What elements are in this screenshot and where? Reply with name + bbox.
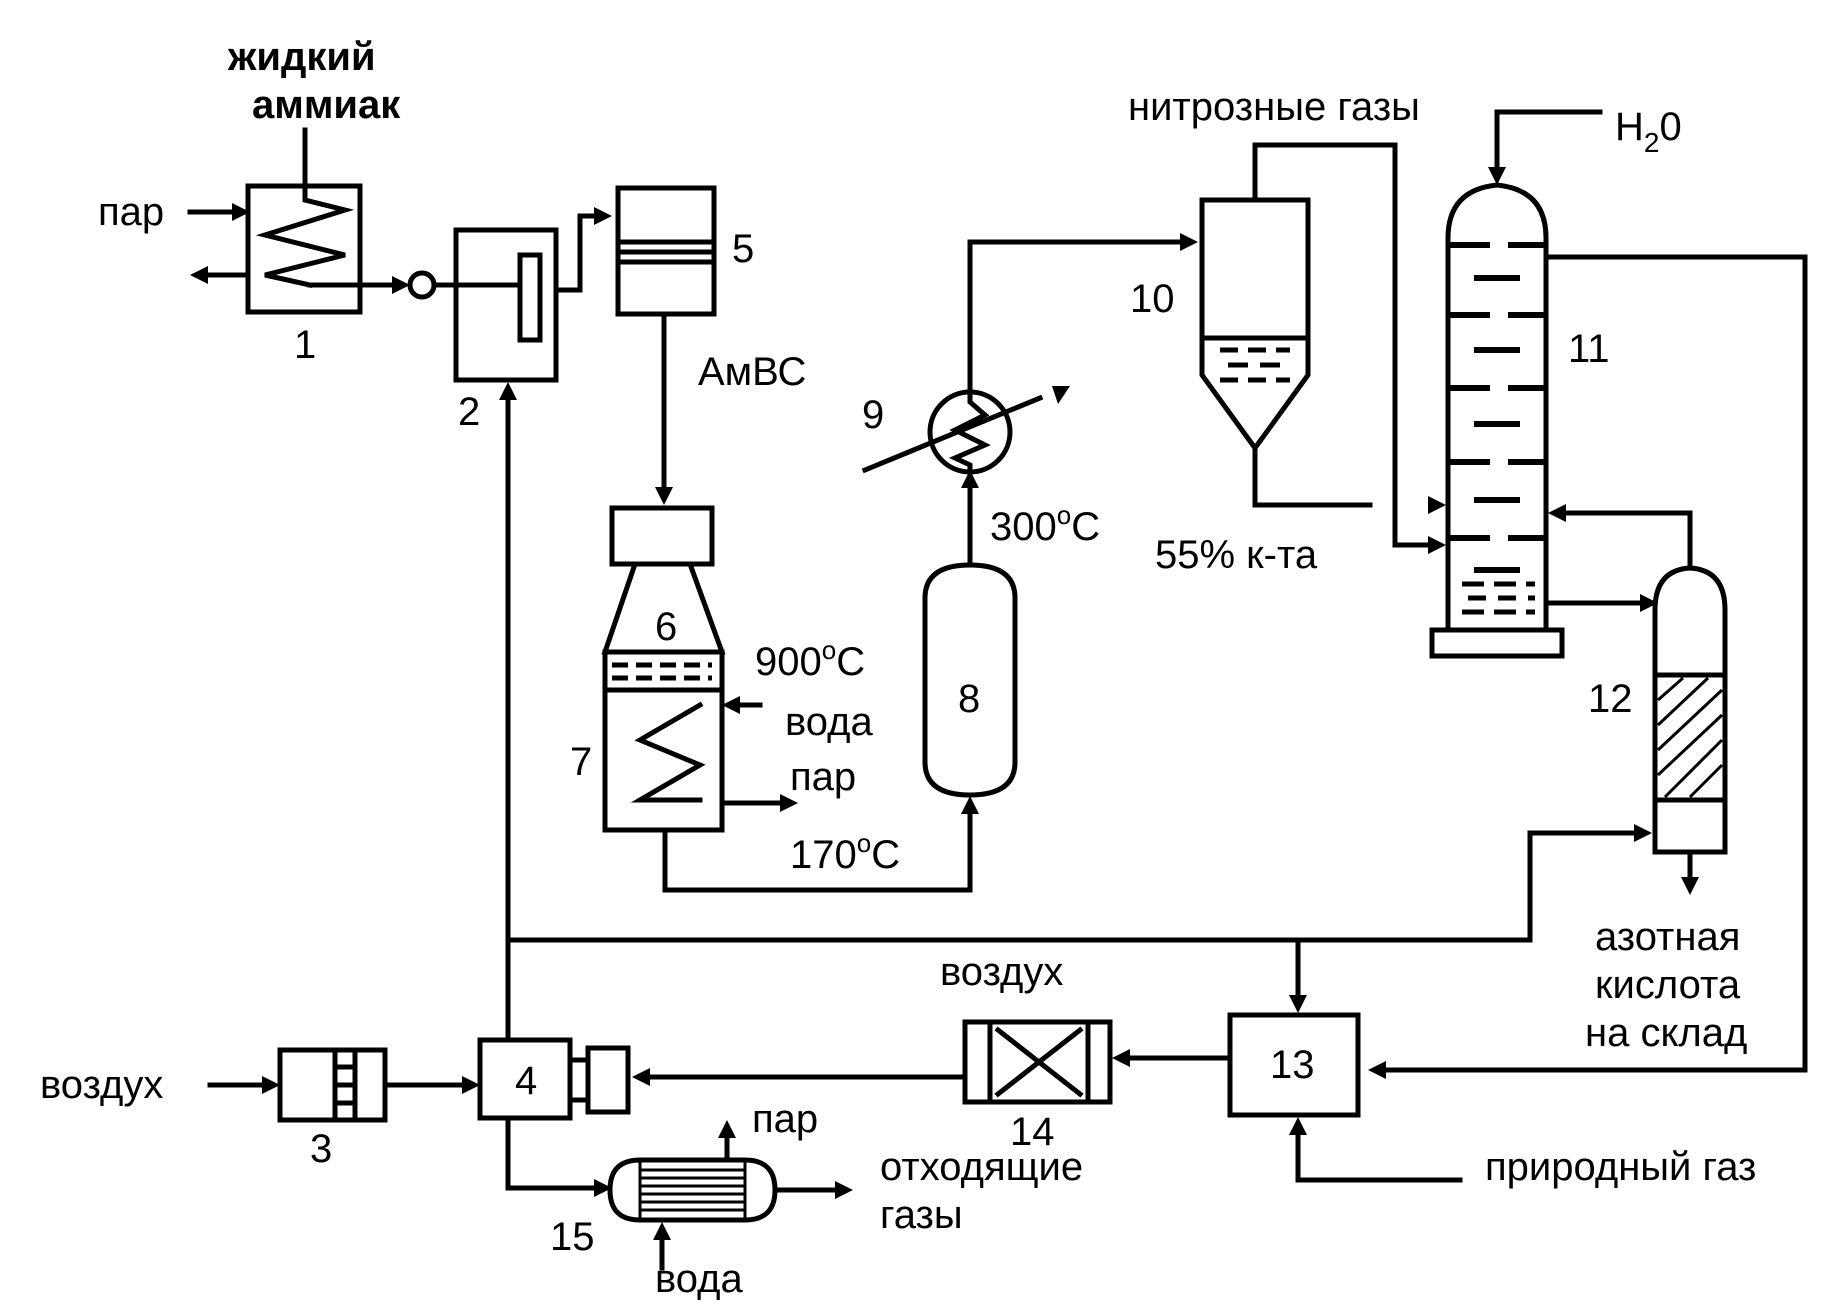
- label-amvs: АмВС: [698, 350, 806, 394]
- unit-number-1: 1: [294, 323, 316, 367]
- unit-15-heat-boiler: [505, 1115, 853, 1271]
- label-water-15: вода: [655, 1257, 744, 1301]
- unit-number-10: 10: [1130, 277, 1175, 321]
- unit-number-12: 12: [1588, 677, 1633, 721]
- label-nitrous-gases: нитрозные газы: [1128, 85, 1420, 129]
- unit-2-mixer: [407, 207, 612, 935]
- label-acid-55: 55% к-та: [1155, 533, 1318, 577]
- stream-labels: жидкий аммиак пар АмВС нитрозные газы H2…: [40, 35, 1756, 1301]
- label-air-top: воздух: [940, 950, 1063, 994]
- label-natural-gas: природный газ: [1485, 1145, 1756, 1189]
- label-offgas-line1: отходящие: [880, 1145, 1083, 1189]
- label-water-h2o: H20: [1615, 105, 1682, 158]
- label-nitric-acid-line1: азотная: [1595, 915, 1740, 959]
- unit-3-air-filter: [207, 1047, 480, 1123]
- label-nitric-acid-line2: кислота: [1595, 963, 1741, 1007]
- unit-number-14: 14: [1010, 1110, 1055, 1154]
- label-nitric-acid-line3: на склад: [1585, 1011, 1747, 1055]
- unit-6-7-reactor-boiler: [601, 505, 979, 893]
- label-air-left: воздух: [40, 1063, 163, 1107]
- label-temp-170: 170oC: [790, 828, 900, 877]
- unit-number-11: 11: [1568, 327, 1610, 371]
- label-water-7: вода: [785, 700, 874, 744]
- unit-13-purifier: [1112, 937, 1463, 1183]
- unit-number-6: 6: [655, 605, 677, 649]
- unit-14-recuperator: [632, 1019, 1113, 1105]
- unit-number-5: 5: [732, 227, 754, 271]
- unit-number-9: 9: [862, 393, 884, 437]
- label-offgas-line2: газы: [880, 1193, 963, 1237]
- unit-number-3: 3: [310, 1127, 332, 1171]
- label-steam-in: пар: [98, 190, 164, 234]
- unit-1-evaporator: [187, 127, 410, 315]
- unit-number-labels: 1 2 3 4 5 6 7 8 9 10 11 12 13 14 15: [294, 227, 1633, 1259]
- unit-number-15: 15: [550, 1215, 595, 1259]
- unit-4-compressor: [477, 929, 631, 1121]
- label-liquid-ammonia-line1: жидкий: [227, 35, 376, 79]
- label-temp-900: 900oC: [755, 635, 865, 684]
- unit-8-oxidizer: [922, 470, 1018, 798]
- unit-5-filter: [615, 185, 717, 505]
- unit-11-absorption-column: [1368, 109, 1808, 1079]
- unit-number-2: 2: [458, 390, 480, 434]
- unit-number-4: 4: [515, 1059, 537, 1103]
- unit-number-7: 7: [570, 740, 592, 784]
- unit-number-8: 8: [958, 677, 980, 721]
- unit-number-13: 13: [1270, 1043, 1315, 1087]
- label-liquid-ammonia-line2: аммиак: [252, 83, 401, 127]
- label-temp-300: 300oC: [990, 500, 1100, 549]
- unit-10-separator: [1199, 142, 1446, 554]
- label-steam-7: пар: [790, 755, 856, 799]
- label-steam-15: пар: [752, 1097, 818, 1141]
- unit-9-cooler: [861, 233, 1198, 475]
